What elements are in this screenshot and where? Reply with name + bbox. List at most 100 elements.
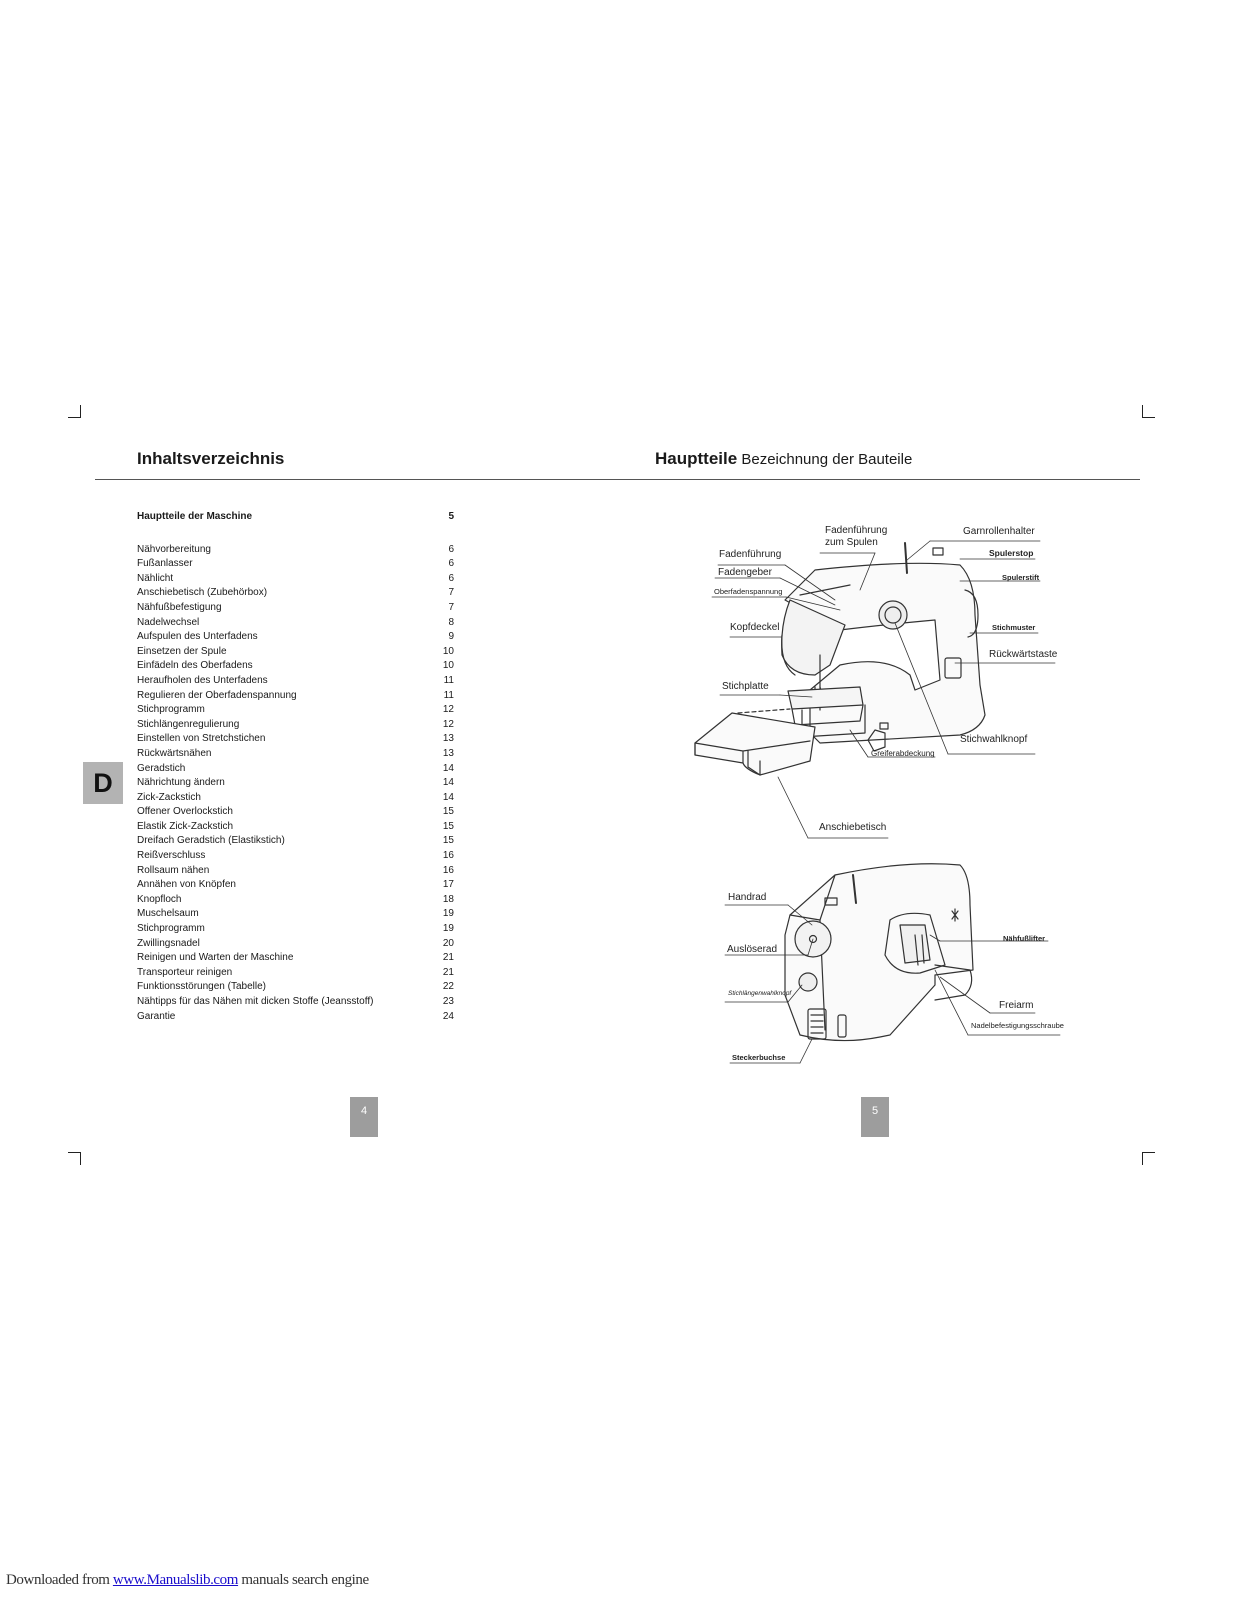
toc-entry-label: Annähen von Knöpfen	[137, 879, 236, 891]
label-naehfusslifter: Nähfußlifter	[1003, 934, 1046, 943]
toc-entry-page: 10	[442, 645, 454, 657]
toc-entry-label: Reißverschluss	[137, 850, 206, 862]
toc-entry[interactable]: Stichprogramm 12	[137, 703, 457, 718]
label-ausloeserad: Auslöserad	[727, 944, 778, 955]
label-fadenfuehrung-spulen-2: zum Spulen	[825, 537, 878, 548]
toc-entry-label: Stichprogramm	[137, 704, 205, 716]
toc-entry-page: 11	[443, 674, 454, 686]
toc-entry-label: Regulieren der Oberfadenspannung	[137, 689, 297, 701]
toc-entry-label: Nähvorbereitung	[137, 543, 211, 555]
crop-mark-bottom-right	[1142, 1152, 1155, 1165]
toc-entry-page: 7	[448, 601, 454, 613]
label-garnrollenhalter: Garnrollenhalter	[963, 526, 1035, 537]
toc-entry-label: Transporteur reinigen	[137, 966, 233, 978]
label-kopfdeckel: Kopfdeckel	[730, 622, 780, 633]
toc-entry[interactable]: Transporteur reinigen 21	[137, 966, 457, 981]
toc-entry[interactable]: Nähfußbefestigung 7	[137, 601, 457, 616]
toc-entry-page: 21	[442, 966, 454, 978]
toc-entry-label: Nadelwechsel	[137, 616, 200, 628]
toc-entry-label: Zwillingsnadel	[137, 937, 200, 949]
crop-mark-top-right	[1142, 405, 1155, 418]
header-rule	[95, 479, 1140, 480]
toc-entry-label: Rollsaum nähen	[137, 864, 210, 876]
toc-entry-label: Hauptteile der Maschine	[137, 511, 253, 522]
parts-title: Hauptteile Bezeichnung der Bauteile	[655, 449, 913, 468]
download-footer: Downloaded from www.Manualslib.com manua…	[6, 1572, 369, 1588]
toc-entry-page: 14	[442, 762, 454, 774]
toc-entry[interactable]: Nählicht 6	[137, 572, 457, 587]
label-rueckwaertstaste: Rückwärtstaste	[989, 649, 1058, 660]
crop-mark-top-left	[68, 405, 81, 418]
toc-entry-label: Rückwärtsnähen	[137, 747, 212, 759]
toc-entry-label: Nählicht	[137, 572, 174, 584]
toc-entry-page: 8	[448, 616, 454, 628]
toc-entry-label: Aufspulen des Unterfadens	[137, 631, 258, 643]
toc-entry-label: Muschelsaum	[137, 908, 199, 920]
toc-entry[interactable]: Nähtipps für das Nähen mit dicken Stoffe…	[137, 995, 457, 1010]
label-stichplatte: Stichplatte	[722, 681, 769, 692]
toc-entry[interactable]: Anschiebetisch (Zubehörbox) 7	[137, 586, 457, 601]
toc-entry-label: Reinigen und Warten der Maschine	[137, 952, 294, 964]
toc-entry-page: 11	[443, 689, 454, 701]
toc-entry-page: 19	[442, 923, 454, 935]
toc-entry-page: 9	[448, 631, 454, 643]
toc-entry-page: 12	[442, 704, 454, 716]
toc-entry-page: 5	[448, 511, 454, 522]
toc-entry-label: Nähfußbefestigung	[137, 601, 222, 613]
toc-entry-page: 19	[442, 908, 454, 920]
toc-entry[interactable]: Muschelsaum 19	[137, 907, 457, 922]
page-number-right: 5	[861, 1097, 889, 1137]
toc-entry-page: 6	[448, 572, 454, 584]
toc-title: Inhaltsverzeichnis	[137, 449, 285, 468]
toc-entry[interactable]: Funktionsstörungen (Tabelle)22	[137, 980, 457, 995]
back-leader-lines	[724, 904, 1061, 1064]
toc-entry[interactable]: Nadelwechsel 8	[137, 616, 457, 631]
toc-entry-page: 13	[442, 733, 454, 745]
toc-entry-page: 16	[442, 864, 454, 876]
toc-entry-page: 20	[442, 937, 454, 949]
front-view-machine	[781, 542, 986, 752]
manualslib-link[interactable]: www.Manualslib.com	[112, 1572, 239, 1588]
toc-entry[interactable]: Regulieren der Oberfadenspannung 11	[137, 689, 457, 704]
label-stichmuster: Stichmuster	[992, 623, 1036, 632]
toc-entry-label: Elastik Zick-Zackstich	[137, 820, 234, 832]
toc-entry-page: 12	[442, 718, 454, 730]
toc-entry-page: 10	[442, 660, 454, 672]
toc-entry-page: 7	[448, 587, 454, 599]
label-stichwahlknopf: Stichwahlknopf	[960, 734, 1028, 745]
toc-entry-label: Offener Overlockstich	[137, 806, 233, 818]
toc-entry[interactable]: Zwillingsnadel 20	[137, 937, 457, 952]
toc-entry-label: Anschiebetisch (Zubehörbox)	[137, 587, 268, 599]
accessory-box	[694, 712, 816, 776]
toc-entry[interactable]: Aufspulen des Unterfadens 9	[137, 630, 457, 645]
toc-entry-label: Knopfloch	[137, 893, 182, 905]
toc-main-entry[interactable]: Hauptteile der Maschine 5	[137, 510, 457, 525]
label-oberfadenspannung: Oberfadenspannung	[714, 587, 783, 596]
label-stichlaengenwahlknopf: Stichlängenwahlknopf	[728, 990, 792, 997]
toc-entry[interactable]: Dreifach Geradstich (Elastikstich)15	[137, 834, 457, 849]
toc-entry-page: 15	[442, 835, 454, 847]
toc-entry-page: 14	[442, 791, 454, 803]
toc-entry-label: Fußanlasser	[137, 558, 193, 570]
toc-entry[interactable]: Rollsaum nähen 16	[137, 864, 457, 879]
toc-entry-label: Nähtipps für das Nähen mit dicken Stoffe…	[137, 996, 374, 1007]
